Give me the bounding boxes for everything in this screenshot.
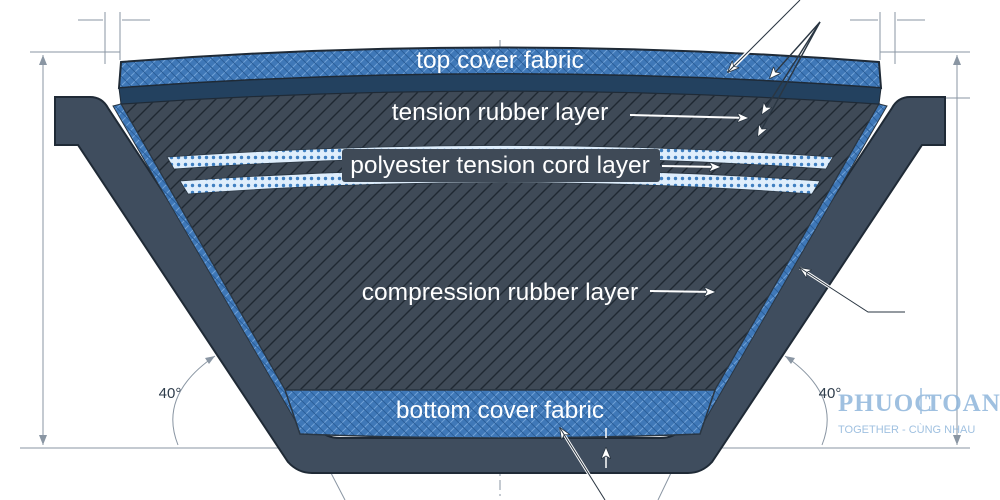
compression-rubber-layer-label: compression rubber layer xyxy=(362,279,638,306)
phuoc-toan-watermark: PHUOC TOAN TOGETHER - CÙNG NHAU xyxy=(838,388,1000,436)
watermark-tagline: TOGETHER - CÙNG NHAU xyxy=(838,423,975,436)
polyester-tension-cord-layer-label: polyester tension cord layer xyxy=(350,152,650,179)
cord-layer-label-background xyxy=(342,149,660,182)
top-cover-fabric-label: top cover fabric xyxy=(416,47,584,74)
left-angle-label: 40° xyxy=(159,385,182,402)
bottom-cover-fabric-shape xyxy=(283,389,717,439)
dimension-arrowheads xyxy=(39,55,961,445)
watermark-brand-left: PHUOC xyxy=(838,390,933,417)
right-angle-label: 40° xyxy=(819,385,842,402)
watermark-brand-right: TOAN xyxy=(925,390,1000,417)
top-cover-edge-band xyxy=(118,73,882,105)
bottom-cover-fabric-label: bottom cover fabric xyxy=(396,397,604,424)
tension-rubber-layer-label: tension rubber layer xyxy=(392,99,609,126)
callout-arrows xyxy=(558,0,905,500)
dimension-lines xyxy=(20,12,970,500)
